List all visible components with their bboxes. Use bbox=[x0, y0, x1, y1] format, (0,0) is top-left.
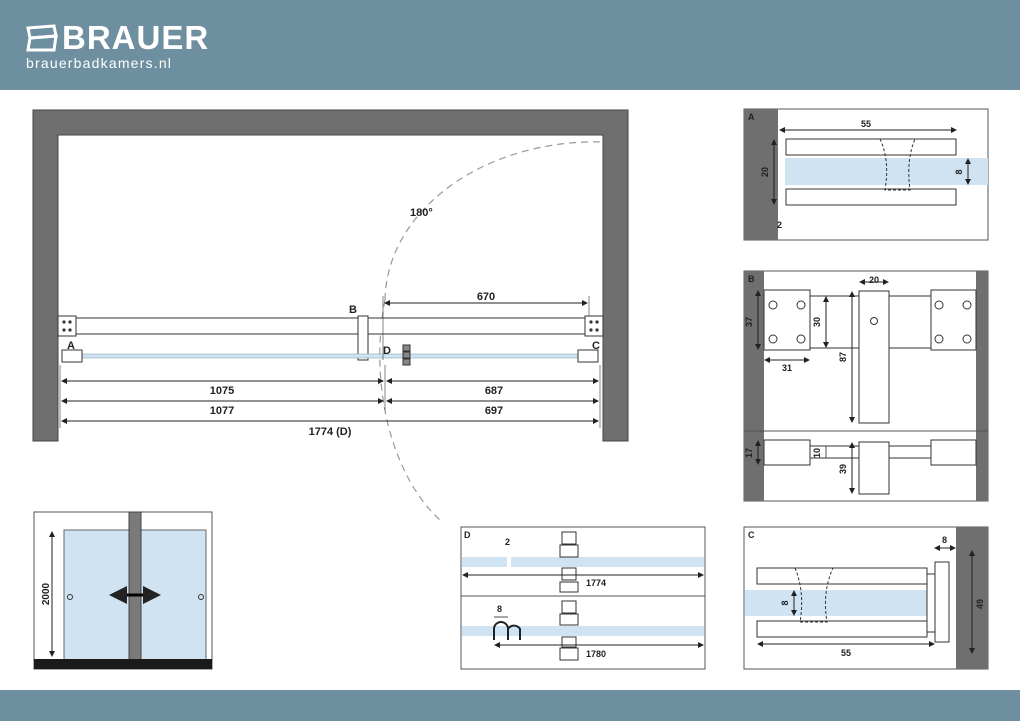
label-c: C bbox=[592, 340, 600, 352]
angle-label: 180° bbox=[410, 207, 433, 219]
dim-1774: 1774 (D) bbox=[309, 426, 352, 438]
elevation-view: 2000 bbox=[33, 511, 213, 670]
dim-670: 670 bbox=[477, 291, 495, 303]
label-a: A bbox=[67, 340, 75, 352]
swing-arc-upper bbox=[384, 141, 604, 301]
detail-b-roller bbox=[858, 290, 890, 424]
detail-b-dim-31: 31 bbox=[782, 363, 792, 373]
detail-a-dim-2: 2 bbox=[777, 220, 782, 230]
detail-a-dim-8: 8 bbox=[954, 169, 964, 174]
wall-post bbox=[128, 511, 142, 661]
label-b: B bbox=[349, 304, 357, 316]
detail-b: B 20 37 30 31 87 17 10 39 bbox=[743, 270, 989, 502]
detail-b-dim-37: 37 bbox=[744, 317, 754, 327]
detail-b-dim-87: 87 bbox=[838, 352, 848, 362]
detail-d-dim-1780: 1780 bbox=[586, 649, 606, 659]
detail-b-dim-10: 10 bbox=[812, 448, 822, 458]
handle-knob bbox=[402, 358, 411, 366]
profile-c bbox=[577, 349, 599, 363]
glass-panel bbox=[61, 353, 583, 359]
detail-c-dim-55: 55 bbox=[841, 648, 851, 658]
detail-b-dim-30: 30 bbox=[812, 317, 822, 327]
wall-bracket-left bbox=[57, 315, 77, 337]
detail-b-dim-39: 39 bbox=[838, 464, 848, 474]
detail-c-dim-8-top: 8 bbox=[942, 535, 947, 545]
brauer-logo-icon bbox=[26, 24, 58, 52]
header-bar: BRAUER brauerbadkamers.nl bbox=[0, 0, 1020, 90]
detail-c: C 8 8 49 55 bbox=[743, 526, 989, 670]
wall-outline bbox=[32, 109, 629, 442]
detail-a-dim-20: 20 bbox=[760, 167, 770, 177]
brand-url: brauerbadkamers.nl bbox=[26, 55, 173, 71]
detail-c-label: C bbox=[748, 530, 755, 540]
floor bbox=[34, 659, 212, 669]
detail-d-dim-8: 8 bbox=[497, 604, 502, 614]
detail-a-dim-55: 55 bbox=[861, 119, 871, 129]
detail-a-label: A bbox=[748, 112, 755, 122]
dim-697: 697 bbox=[485, 405, 503, 417]
profile-a bbox=[61, 349, 83, 363]
top-rail bbox=[69, 317, 591, 335]
dim-687: 687 bbox=[485, 385, 503, 397]
detail-d-dim-2: 2 bbox=[505, 537, 510, 547]
detail-c-dim-49: 49 bbox=[975, 599, 985, 609]
detail-c-dim-8-glass: 8 bbox=[780, 600, 790, 605]
detail-c-glass bbox=[745, 590, 935, 616]
plan-view: 180° A B C D 670 1075 687 1077 697 bbox=[32, 109, 629, 521]
brand-name: BRAUER bbox=[62, 19, 210, 56]
detail-d-label: D bbox=[464, 530, 471, 540]
dim-1077: 1077 bbox=[210, 405, 234, 417]
detail-a: A 55 20 8 2 bbox=[743, 108, 989, 241]
detail-b-dim-20: 20 bbox=[869, 275, 879, 285]
detail-b-label: B bbox=[748, 274, 755, 284]
footer-bar bbox=[0, 690, 1020, 721]
label-d: D bbox=[383, 345, 391, 357]
detail-d: D 2 1774 8 1780 bbox=[460, 526, 706, 670]
wall-bracket-right bbox=[584, 315, 604, 337]
detail-b-dim-17: 17 bbox=[744, 448, 754, 458]
roller-b bbox=[357, 315, 369, 361]
detail-d-dim-1774: 1774 bbox=[586, 578, 606, 588]
dim-2000: 2000 bbox=[41, 582, 52, 605]
swing-arc-lower bbox=[379, 299, 441, 521]
dim-1075: 1075 bbox=[210, 385, 234, 397]
